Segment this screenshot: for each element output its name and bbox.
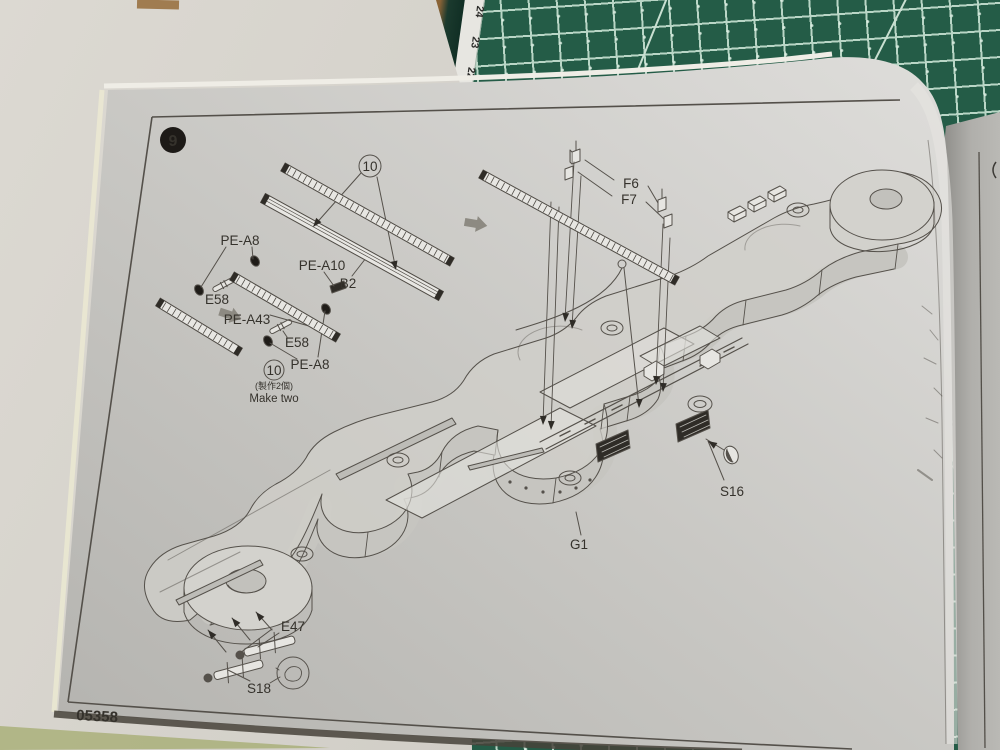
mast-parts xyxy=(564,140,673,229)
gun-parts xyxy=(203,611,310,690)
next-page-mark xyxy=(992,161,997,179)
circle-10 xyxy=(358,154,382,178)
deck-hatches xyxy=(290,202,810,562)
leader-swoosh xyxy=(515,259,640,407)
pe-a10-chip xyxy=(329,280,347,294)
direction-arrows xyxy=(218,216,488,323)
surface-below-page xyxy=(0,726,330,750)
kit-number: 05358 xyxy=(76,707,119,726)
label-pe-a43: PE-A43 xyxy=(224,312,271,327)
curl-scribbles xyxy=(917,305,943,481)
drawing-frame xyxy=(67,99,947,750)
label-f6: F6 xyxy=(623,176,639,191)
label-f7: F7 xyxy=(621,192,637,207)
placement-lines xyxy=(542,161,671,429)
label-10: 10 xyxy=(266,363,281,378)
label-e58: E58 xyxy=(285,335,309,350)
circle-10 xyxy=(263,359,285,381)
label-b2: B2 xyxy=(340,276,357,291)
step-number: 9 xyxy=(169,133,178,150)
left-turntable-drum xyxy=(183,545,313,645)
label-pe-a10: PE-A10 xyxy=(299,258,346,273)
deck-panels xyxy=(159,223,801,606)
label-s16: S16 xyxy=(720,484,744,499)
sponson-portholes xyxy=(508,478,592,494)
deck-wall xyxy=(200,245,908,625)
step-badge xyxy=(160,127,186,153)
label-make-two-en: Make two xyxy=(249,393,298,405)
diagram-labels: 10 PE-A8 PE-A10 B2 E58 PE-A43 E58 PE-A8 … xyxy=(205,159,744,696)
part-s16 xyxy=(705,438,739,465)
leader-g1 xyxy=(575,511,582,536)
deck-boxes xyxy=(643,185,787,382)
label-g1: G1 xyxy=(570,537,588,552)
assembly-diagram xyxy=(144,140,943,690)
label-e47: E47 xyxy=(281,619,305,634)
right-turntable-drum xyxy=(829,169,935,253)
page-curl xyxy=(909,82,958,745)
ship-deck xyxy=(144,171,942,622)
leader-lines xyxy=(200,159,725,684)
label-pe-a8: PE-A8 xyxy=(220,233,259,248)
page-bottom-edge xyxy=(53,710,743,750)
label-make-two-cn: (製作2個) xyxy=(255,380,293,391)
label-s18: S18 xyxy=(247,681,271,696)
label-pe-a8: PE-A8 xyxy=(290,357,329,372)
label-10: 10 xyxy=(362,159,377,174)
page-stack-edge xyxy=(103,51,833,89)
label-e58: E58 xyxy=(205,292,229,307)
railing-parts xyxy=(155,162,718,640)
deck-wall-bottom-line xyxy=(209,268,895,626)
page-stack-edge xyxy=(51,89,105,713)
